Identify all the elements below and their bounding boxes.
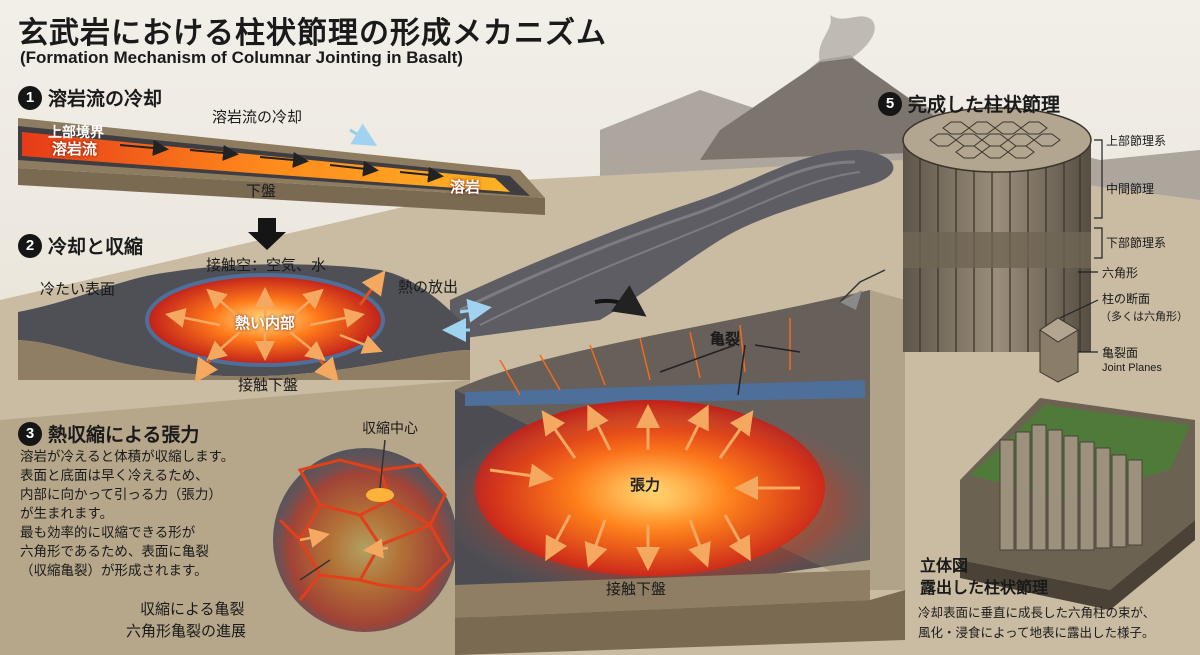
section-2-heading: 2 冷却と収縮 [18, 232, 143, 259]
section-1-number: 1 [18, 85, 42, 110]
label-hexagonal-crack-growth: 六角形亀裂の進展 [126, 622, 247, 640]
section-3-number: 3 [18, 421, 42, 446]
label-top-boundary: 上部境界 [48, 125, 104, 141]
block-description-2: 風化・浸食によって地表に露出した様子。 [918, 625, 1155, 640]
label-mostly-hexagonal: （多くは六角形） [1100, 311, 1188, 323]
label-lava-flow: 溶岩流 [52, 140, 98, 158]
label-cold-surface: 冷たい表面 [40, 280, 116, 298]
label-upper-joints: 上部節理系 [1106, 134, 1167, 148]
label-hexagon: 六角形 [1102, 266, 1139, 280]
paragraph-line: 最も効率的に収縮できる形が [20, 525, 196, 541]
section-3-paragraph: 溶岩が冷えると体積が収縮します。 表面と底面は早く冷えるため、 内部に向かって引… [20, 448, 234, 581]
label-middle-joints: 中間節理 [1106, 182, 1155, 196]
label-contact-air-water: 接触空：空気、水 [206, 256, 327, 274]
section-5-number: 5 [878, 91, 902, 116]
page-title: 玄武岩における柱状節理の形成メカニズム [18, 16, 607, 51]
block-description-1: 冷却表面に垂直に成長した六角柱の束が、 [918, 605, 1156, 620]
section-5-title: 完成した柱状節理 [908, 94, 1061, 116]
label-column-cross-section: 柱の断面 [1102, 292, 1151, 306]
label-bedrock-1: 下盤 [246, 182, 277, 200]
section-1-title: 溶岩流の冷却 [48, 88, 163, 110]
paragraph-line: 溶岩が冷えると体積が収縮します。 [20, 449, 235, 465]
label-contraction-center: 収縮中心 [362, 421, 418, 437]
label-heat-release: 熱の放出 [398, 278, 459, 296]
section-1-heading: 1 溶岩流の冷却 [18, 84, 162, 111]
section-2-number: 2 [18, 233, 42, 258]
block-title-2: 露出した柱状節理 [920, 578, 1049, 597]
label-lava-cooling: 溶岩流の冷却 [212, 108, 303, 126]
paragraph-line: 表面と底面は早く冷えるため、 [20, 468, 209, 484]
page-subtitle: (Formation Mechanism of Columnar Jointin… [20, 48, 463, 67]
label-contraction-cracks: 収縮による亀裂 [140, 600, 245, 618]
label-tension: 張力 [630, 476, 661, 494]
label-cracks: 亀裂 [710, 330, 741, 348]
section-2-title: 冷却と収縮 [48, 236, 144, 258]
paragraph-line: 六角形であるため、表面に亀裂 [20, 544, 209, 560]
label-lava: 溶岩 [450, 178, 481, 196]
label-hot-interior: 熱い内部 [235, 314, 296, 332]
section-3-heading: 3 熱収縮による張力 [18, 420, 199, 447]
paragraph-line: が生まれます。 [20, 506, 114, 522]
paragraph-line: 内部に向かって引っる力（張力） [20, 487, 222, 503]
label-contact-bedrock-2: 接触下盤 [238, 376, 299, 394]
section-5-heading: 5 完成した柱状節理 [878, 90, 1060, 117]
label-lower-joints: 下部節理系 [1106, 236, 1167, 250]
block-title-1: 立体図 [920, 556, 969, 575]
label-joint-plane: 亀裂面 [1102, 346, 1139, 360]
paragraph-line: （収縮亀裂）が形成されます。 [20, 563, 208, 579]
label-contact-bedrock-center: 接触下盤 [606, 580, 667, 598]
label-joint-plane-en: Joint Planes [1102, 362, 1162, 374]
section-3-title: 熱収縮による張力 [48, 424, 200, 446]
